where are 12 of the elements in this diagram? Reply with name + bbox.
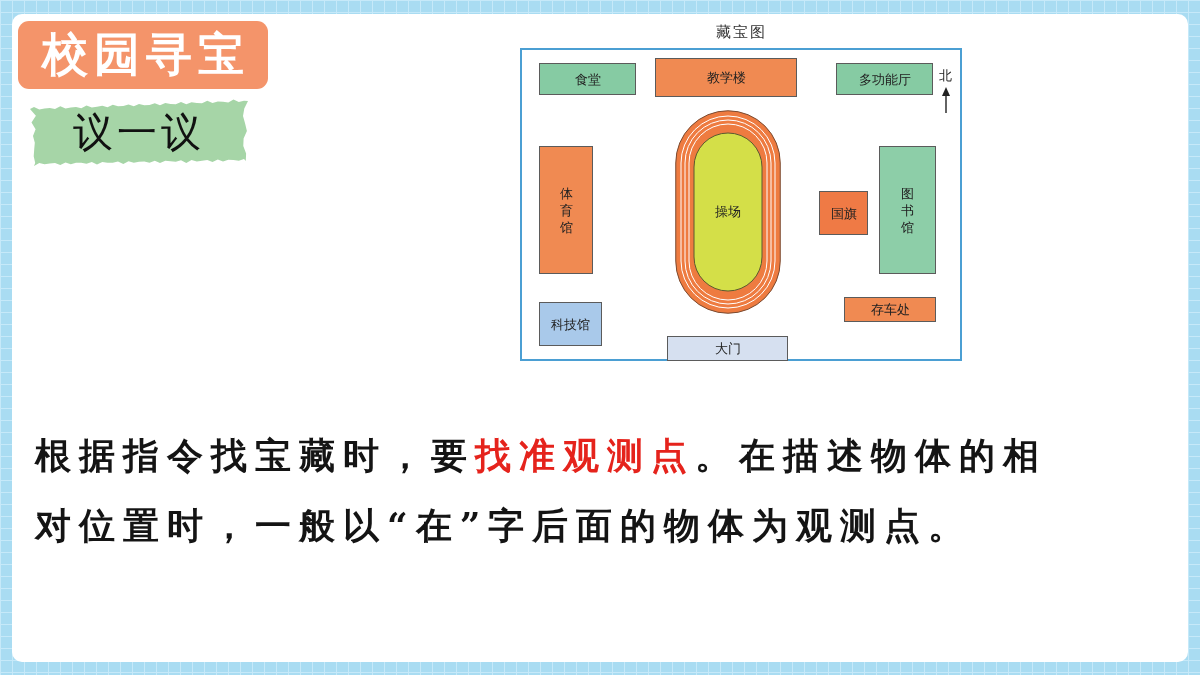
title-badge: 校园寻宝 bbox=[18, 21, 268, 89]
building-block: 食堂 bbox=[539, 63, 636, 95]
building-block: 多功能厅 bbox=[836, 63, 933, 95]
building-block: 国旗 bbox=[819, 191, 868, 235]
building-block: 科技馆 bbox=[539, 302, 602, 346]
building-block: 存车处 bbox=[844, 297, 936, 322]
building-block: 图书馆 bbox=[879, 146, 936, 274]
map-title: 藏宝图 bbox=[715, 23, 767, 41]
paragraph-text: 根据指令找宝藏时，要 找准观测点。在描述物体的相对位置时，一般以“在”字后面的物体为观测点。 bbox=[35, 433, 1048, 548]
building-block: 教学楼 bbox=[655, 58, 797, 97]
building-block: 体育馆 bbox=[539, 146, 593, 274]
building-block: 大门 bbox=[667, 336, 788, 361]
